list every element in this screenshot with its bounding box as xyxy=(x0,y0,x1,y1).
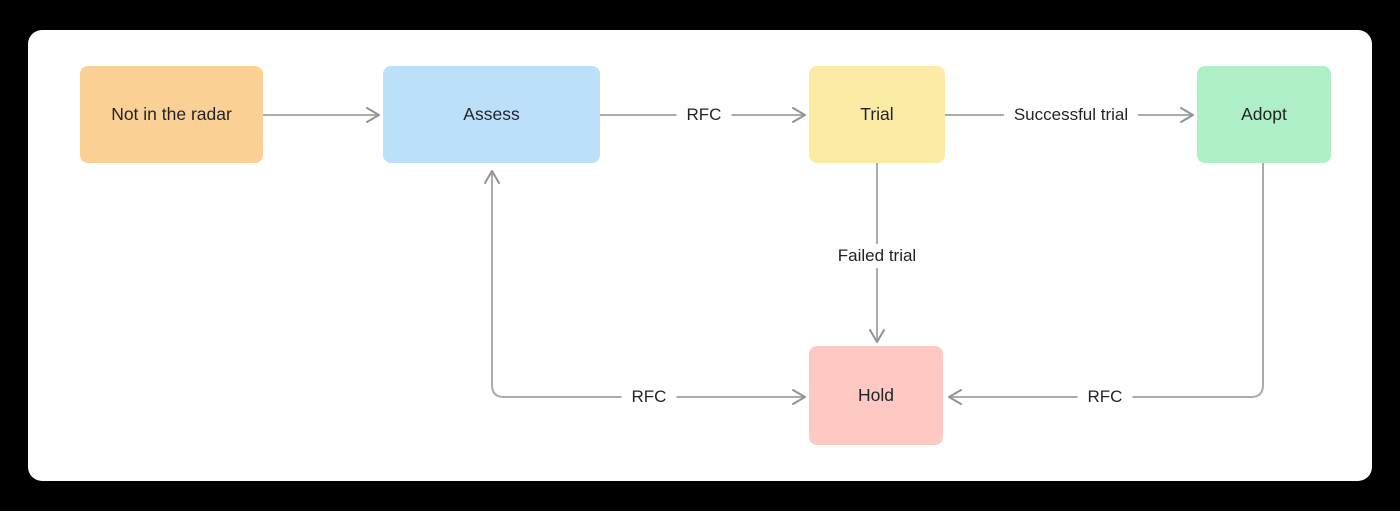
edge-label-assess-trial: RFC xyxy=(676,103,732,127)
edge-label-trial-adopt: Successful trial xyxy=(1003,103,1139,127)
node-hold[interactable]: Hold xyxy=(809,346,943,445)
node-hold-label: Hold xyxy=(858,385,894,405)
node-assess-label: Assess xyxy=(463,104,520,124)
arrowhead-into-hold-top xyxy=(869,329,885,343)
edge-hold-assess xyxy=(491,171,803,398)
arrowhead-into-assess-left xyxy=(366,107,380,123)
node-trial[interactable]: Trial xyxy=(809,66,945,163)
arrowhead-into-hold-right xyxy=(948,389,962,405)
arrowhead-into-assess-bottom xyxy=(484,170,500,184)
edge-label-trial-hold: Failed trial xyxy=(827,244,927,268)
node-trial-label: Trial xyxy=(860,104,894,124)
arrowhead-into-trial-left xyxy=(792,107,806,123)
edge-label-hold-assess: RFC xyxy=(621,385,677,409)
edge-lines-layer xyxy=(262,107,1264,405)
flowchart-canvas: Not in the radar Assess Trial Adopt Hold… xyxy=(28,30,1372,481)
node-assess[interactable]: Assess xyxy=(383,66,600,163)
node-not-in-radar-label: Not in the radar xyxy=(111,104,232,124)
arrowhead-into-hold-left xyxy=(792,389,806,405)
edge-label-adopt-hold: RFC xyxy=(1077,385,1133,409)
node-adopt-label: Adopt xyxy=(1241,104,1287,124)
edge-arrowheads xyxy=(366,107,1194,405)
node-not-in-radar[interactable]: Not in the radar xyxy=(80,66,263,163)
edge-adopt-hold xyxy=(951,162,1264,398)
arrowhead-into-adopt-left xyxy=(1180,107,1194,123)
node-adopt[interactable]: Adopt xyxy=(1197,66,1331,163)
